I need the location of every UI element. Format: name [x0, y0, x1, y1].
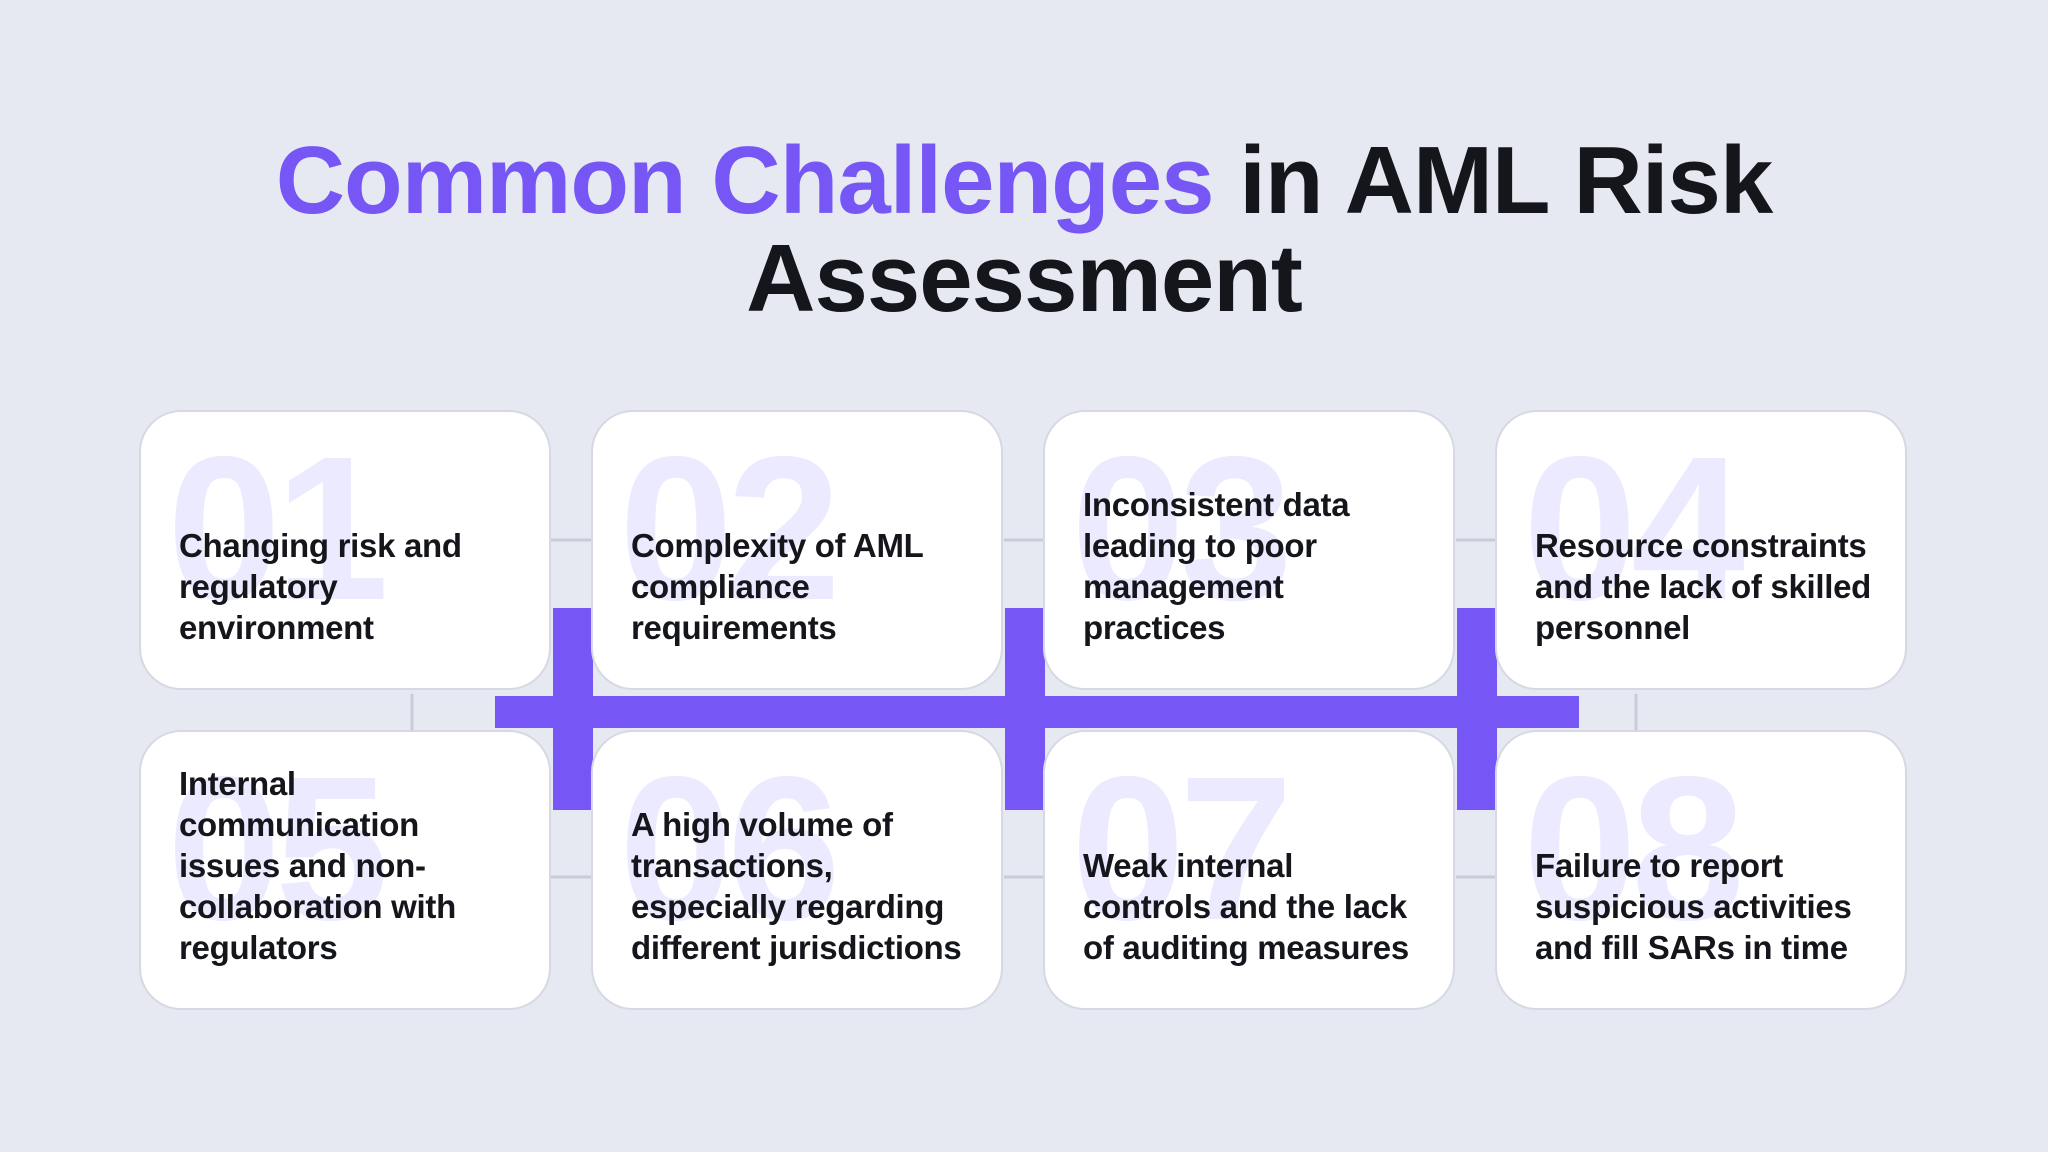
card-number: 06 [619, 734, 841, 963]
accent-bar-vertical-2 [1005, 608, 1045, 810]
card-text: Resource constraints and the lack of ski… [1535, 527, 1872, 646]
challenge-card-2: 02 Complexity of AML compliance requirem… [591, 410, 1003, 690]
card-text: A high volume of transactions, especiall… [631, 806, 962, 966]
card-number: 03 [1071, 414, 1293, 643]
card-text: Weak internal controls and the lack of a… [1083, 847, 1409, 966]
card-number: 02 [619, 414, 841, 643]
challenge-card-4: 04 Resource constraints and the lack of … [1495, 410, 1907, 690]
challenge-card-6: 06 A high volume of transactions, especi… [591, 730, 1003, 1010]
title-highlight: Common Challenges [275, 127, 1215, 234]
accent-band [495, 608, 1579, 810]
accent-bar-vertical-3 [1457, 608, 1497, 810]
card-text: Complexity of AML compliance requirement… [631, 527, 923, 646]
page-title: Common Challenges in AML Risk Assessment [0, 132, 2048, 328]
connector-lines [410, 538, 1638, 879]
challenge-card-3: 03 Inconsistent data leading to poor man… [1043, 410, 1455, 690]
challenge-card-1: 01 Changing risk and regulatory environm… [139, 410, 551, 690]
card-text: Inconsistent data leading to poor manage… [1083, 486, 1350, 646]
challenge-card-8: 08 Failure to report suspicious activiti… [1495, 730, 1907, 1010]
accent-bar-vertical-1 [553, 608, 593, 810]
title-rest: in AML Risk Assessment [746, 127, 1773, 332]
card-text: Failure to report suspicious activities … [1535, 847, 1852, 966]
card-text: Changing risk and regulatory environment [179, 527, 462, 646]
card-number: 07 [1071, 734, 1293, 963]
card-number: 04 [1523, 414, 1745, 643]
card-number: 08 [1523, 734, 1745, 963]
challenge-card-7: 07 Weak internal controls and the lack o… [1043, 730, 1455, 1010]
card-number: 05 [167, 734, 389, 963]
card-text: Internal communication issues and non-co… [179, 765, 456, 966]
challenge-card-5: 05 Internal communication issues and non… [139, 730, 551, 1010]
card-number: 01 [167, 414, 389, 643]
